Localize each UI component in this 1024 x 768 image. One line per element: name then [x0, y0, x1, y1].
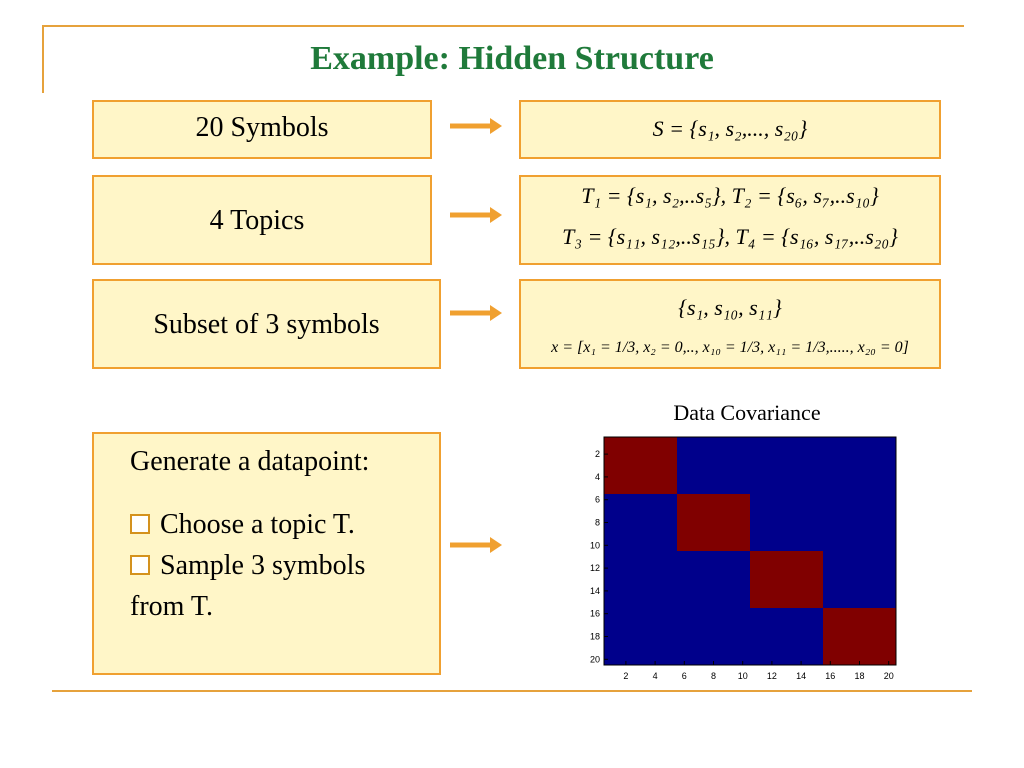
arrow-icon	[450, 118, 502, 134]
x-tick-label: 8	[711, 671, 716, 681]
heatmap-frame	[603, 436, 897, 666]
math-topics-line2: T₃ = {s₁₁, s₁₂,..s₁₅}, T₄ = {s₁₆, s₁₇,..…	[562, 224, 898, 249]
list-item: Sample 3 symbols	[130, 550, 365, 582]
label-box-symbols: 20 Symbols	[92, 100, 432, 159]
list-item-continuation: from T.	[130, 591, 213, 623]
checkbox-bullet-icon	[130, 513, 150, 534]
x-tick-label: 10	[738, 671, 748, 681]
step-choose-topic: Choose a topic T.	[160, 509, 355, 540]
label-topics: 4 Topics	[209, 205, 305, 236]
x-tick-label: 12	[767, 671, 777, 681]
frame-top-line	[42, 25, 964, 27]
y-tick-label: 4	[595, 472, 600, 482]
x-tick-label: 20	[884, 671, 894, 681]
y-tick-label: 18	[590, 632, 600, 642]
math-subset: {s₁, s₁₀, s₁₁}	[678, 295, 782, 320]
checkbox-bullet-icon	[130, 554, 150, 575]
math-box-subset: {s₁, s₁₀, s₁₁} x = [x₁ = 1/3, x₂ = 0,..,…	[519, 279, 941, 369]
step-from-t: from T.	[130, 591, 213, 622]
heatmap-block-2	[677, 494, 750, 551]
y-tick-label: 6	[595, 495, 600, 505]
x-tick-label: 18	[854, 671, 864, 681]
label-subset: Subset of 3 symbols	[153, 309, 380, 340]
arrow-icon	[450, 207, 502, 223]
y-tick-label: 20	[590, 654, 600, 664]
arrow-icon	[450, 305, 502, 321]
generate-box: Generate a datapoint: Choose a topic T. …	[92, 432, 441, 675]
heatmap-block-1	[604, 437, 677, 494]
covariance-heatmap: 2 4 6 8 10 12 14 16 18 20 2 4 6 8 10 12 14 16 18 20	[590, 436, 897, 681]
math-box-symbols: S = {s₁, s₂,..., s₂₀}	[519, 100, 941, 159]
step-sample-symbols: Sample 3 symbols	[160, 550, 366, 581]
math-box-topics: T₁ = {s₁, s₂,..s₅}, T₂ = {s₆, s₇,..s₁₀} …	[519, 175, 941, 265]
x-tick-label: 14	[796, 671, 806, 681]
math-symbol-set: S = {s₁, s₂,..., s₂₀}	[652, 116, 808, 141]
x-tick-label: 16	[825, 671, 835, 681]
frame-left-line	[42, 25, 44, 93]
y-tick-label: 10	[590, 540, 600, 550]
list-item: Choose a topic T.	[130, 509, 355, 541]
heatmap-block-4	[823, 608, 896, 665]
x-tick-label: 4	[653, 671, 658, 681]
x-tick-label: 2	[623, 671, 628, 681]
y-tick-label: 2	[595, 449, 600, 459]
x-tick-label: 6	[682, 671, 687, 681]
chart-title: Data Covariance	[673, 400, 821, 425]
slide-title: Example: Hidden Structure	[310, 40, 714, 77]
y-tick-label: 16	[590, 609, 600, 619]
frame-bottom-line	[52, 690, 972, 692]
arrow-icon	[450, 537, 502, 553]
label-symbols: 20 Symbols	[195, 112, 329, 143]
y-tick-label: 8	[595, 518, 600, 528]
math-vector-x: x = [x₁ = 1/3, x₂ = 0,.., x₁₀ = 1/3, x₁₁…	[551, 339, 909, 356]
math-topics-line1: T₁ = {s₁, s₂,..s₅}, T₂ = {s₆, s₇,..s₁₀}	[581, 183, 879, 208]
generate-heading: Generate a datapoint:	[130, 446, 370, 477]
y-tick-label: 14	[590, 586, 600, 596]
heatmap-block-3	[750, 551, 823, 608]
label-box-topics: 4 Topics	[92, 175, 432, 265]
y-tick-label: 12	[590, 563, 600, 573]
label-box-subset: Subset of 3 symbols	[92, 279, 441, 369]
